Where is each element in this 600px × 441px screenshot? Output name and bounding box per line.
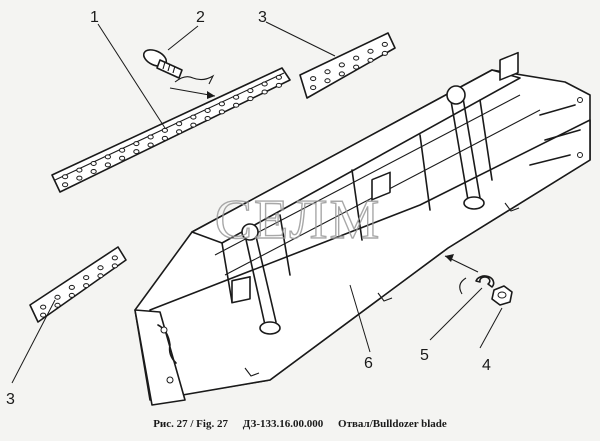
figure-caption: Рис. 27 / Fig. 27 ДЗ-133.16.00.000 Отвал… (0, 418, 600, 430)
bolt-hole (111, 255, 118, 261)
bolt-hole (161, 127, 168, 133)
bolt-hole (353, 55, 360, 61)
bolt-hole (204, 107, 211, 113)
bolt-hole (324, 69, 331, 75)
part-3-corner-plate-lower (29, 246, 127, 323)
bolt-hole (310, 76, 317, 82)
callout-5: 5 (420, 347, 429, 364)
part-4-nut (491, 285, 513, 306)
callout-4: 4 (482, 357, 491, 374)
bolt-hole (90, 160, 97, 166)
bolt-hole (233, 94, 240, 100)
bolt-hole (119, 155, 126, 161)
bolt-hole (97, 273, 104, 279)
caption-drawing-code: ДЗ-133.16.00.000 (242, 418, 324, 430)
bolt-hole (104, 162, 111, 168)
callout-2: 2 (196, 9, 205, 26)
bolt-hole (233, 102, 240, 108)
bolt-hole (161, 135, 168, 141)
bolt-hole (261, 89, 268, 95)
watermark-logo: СЕЛМ (215, 189, 382, 251)
bolt-hole (76, 167, 83, 173)
bolt-hole (367, 57, 374, 63)
bolt-hole (381, 41, 388, 47)
bolt-hole (40, 312, 47, 318)
bolt-hole (261, 81, 268, 87)
bolt-hole (367, 48, 374, 54)
bolt-hole (111, 263, 118, 269)
bolt-hole (218, 101, 225, 107)
bolt-hole (62, 182, 69, 188)
bolt-hole (204, 115, 211, 121)
bolt-hole (104, 154, 111, 160)
caption-title: Отвал/Bulldozer blade (338, 418, 447, 430)
bolt-hole (133, 141, 140, 147)
callout-1: 1 (90, 9, 99, 26)
part-3-corner-plate-upper (299, 32, 396, 99)
bolt-hole (40, 304, 47, 310)
bolt-hole (275, 74, 282, 80)
callout-6: 6 (364, 355, 373, 372)
part-1-cutting-edge (51, 67, 291, 193)
caption-figure-number: Рис. 27 / Fig. 27 (153, 418, 228, 430)
bolt-hole (275, 82, 282, 88)
bolt-hole (218, 109, 225, 115)
callout-3-lower: 3 (6, 391, 15, 408)
bolt-hole (147, 134, 154, 140)
bolt-hole (247, 96, 254, 102)
bolt-hole (324, 78, 331, 84)
bolt-hole (68, 284, 75, 290)
part-6-blade (134, 51, 591, 406)
bolt-hole (90, 168, 97, 174)
bolt-hole (381, 50, 388, 56)
bolt-hole (62, 174, 69, 180)
bolt-hole (76, 175, 83, 181)
bolt-hole (54, 294, 61, 300)
callout-3-upper: 3 (258, 9, 267, 26)
bolt-hole (147, 142, 154, 148)
bolt-hole (83, 275, 90, 281)
bolt-hole (310, 85, 317, 91)
bolt-hole (190, 122, 197, 128)
part-5-washer (459, 275, 495, 295)
part-2-bolt (142, 49, 216, 99)
bolt-hole (353, 64, 360, 70)
bolt-hole (68, 292, 75, 298)
leader-lines (11, 21, 503, 384)
bolt-hole (54, 302, 61, 308)
bolt-hole (247, 88, 254, 94)
bolt-hole (190, 114, 197, 120)
bolt-hole (338, 62, 345, 68)
bolt-hole (338, 71, 345, 77)
bolt-hole (119, 147, 126, 153)
bolt-hole (83, 283, 90, 289)
bolt-hole (176, 121, 183, 127)
bolt-hole (97, 265, 104, 271)
bolt-hole (133, 149, 140, 155)
bolt-hole (176, 129, 183, 135)
